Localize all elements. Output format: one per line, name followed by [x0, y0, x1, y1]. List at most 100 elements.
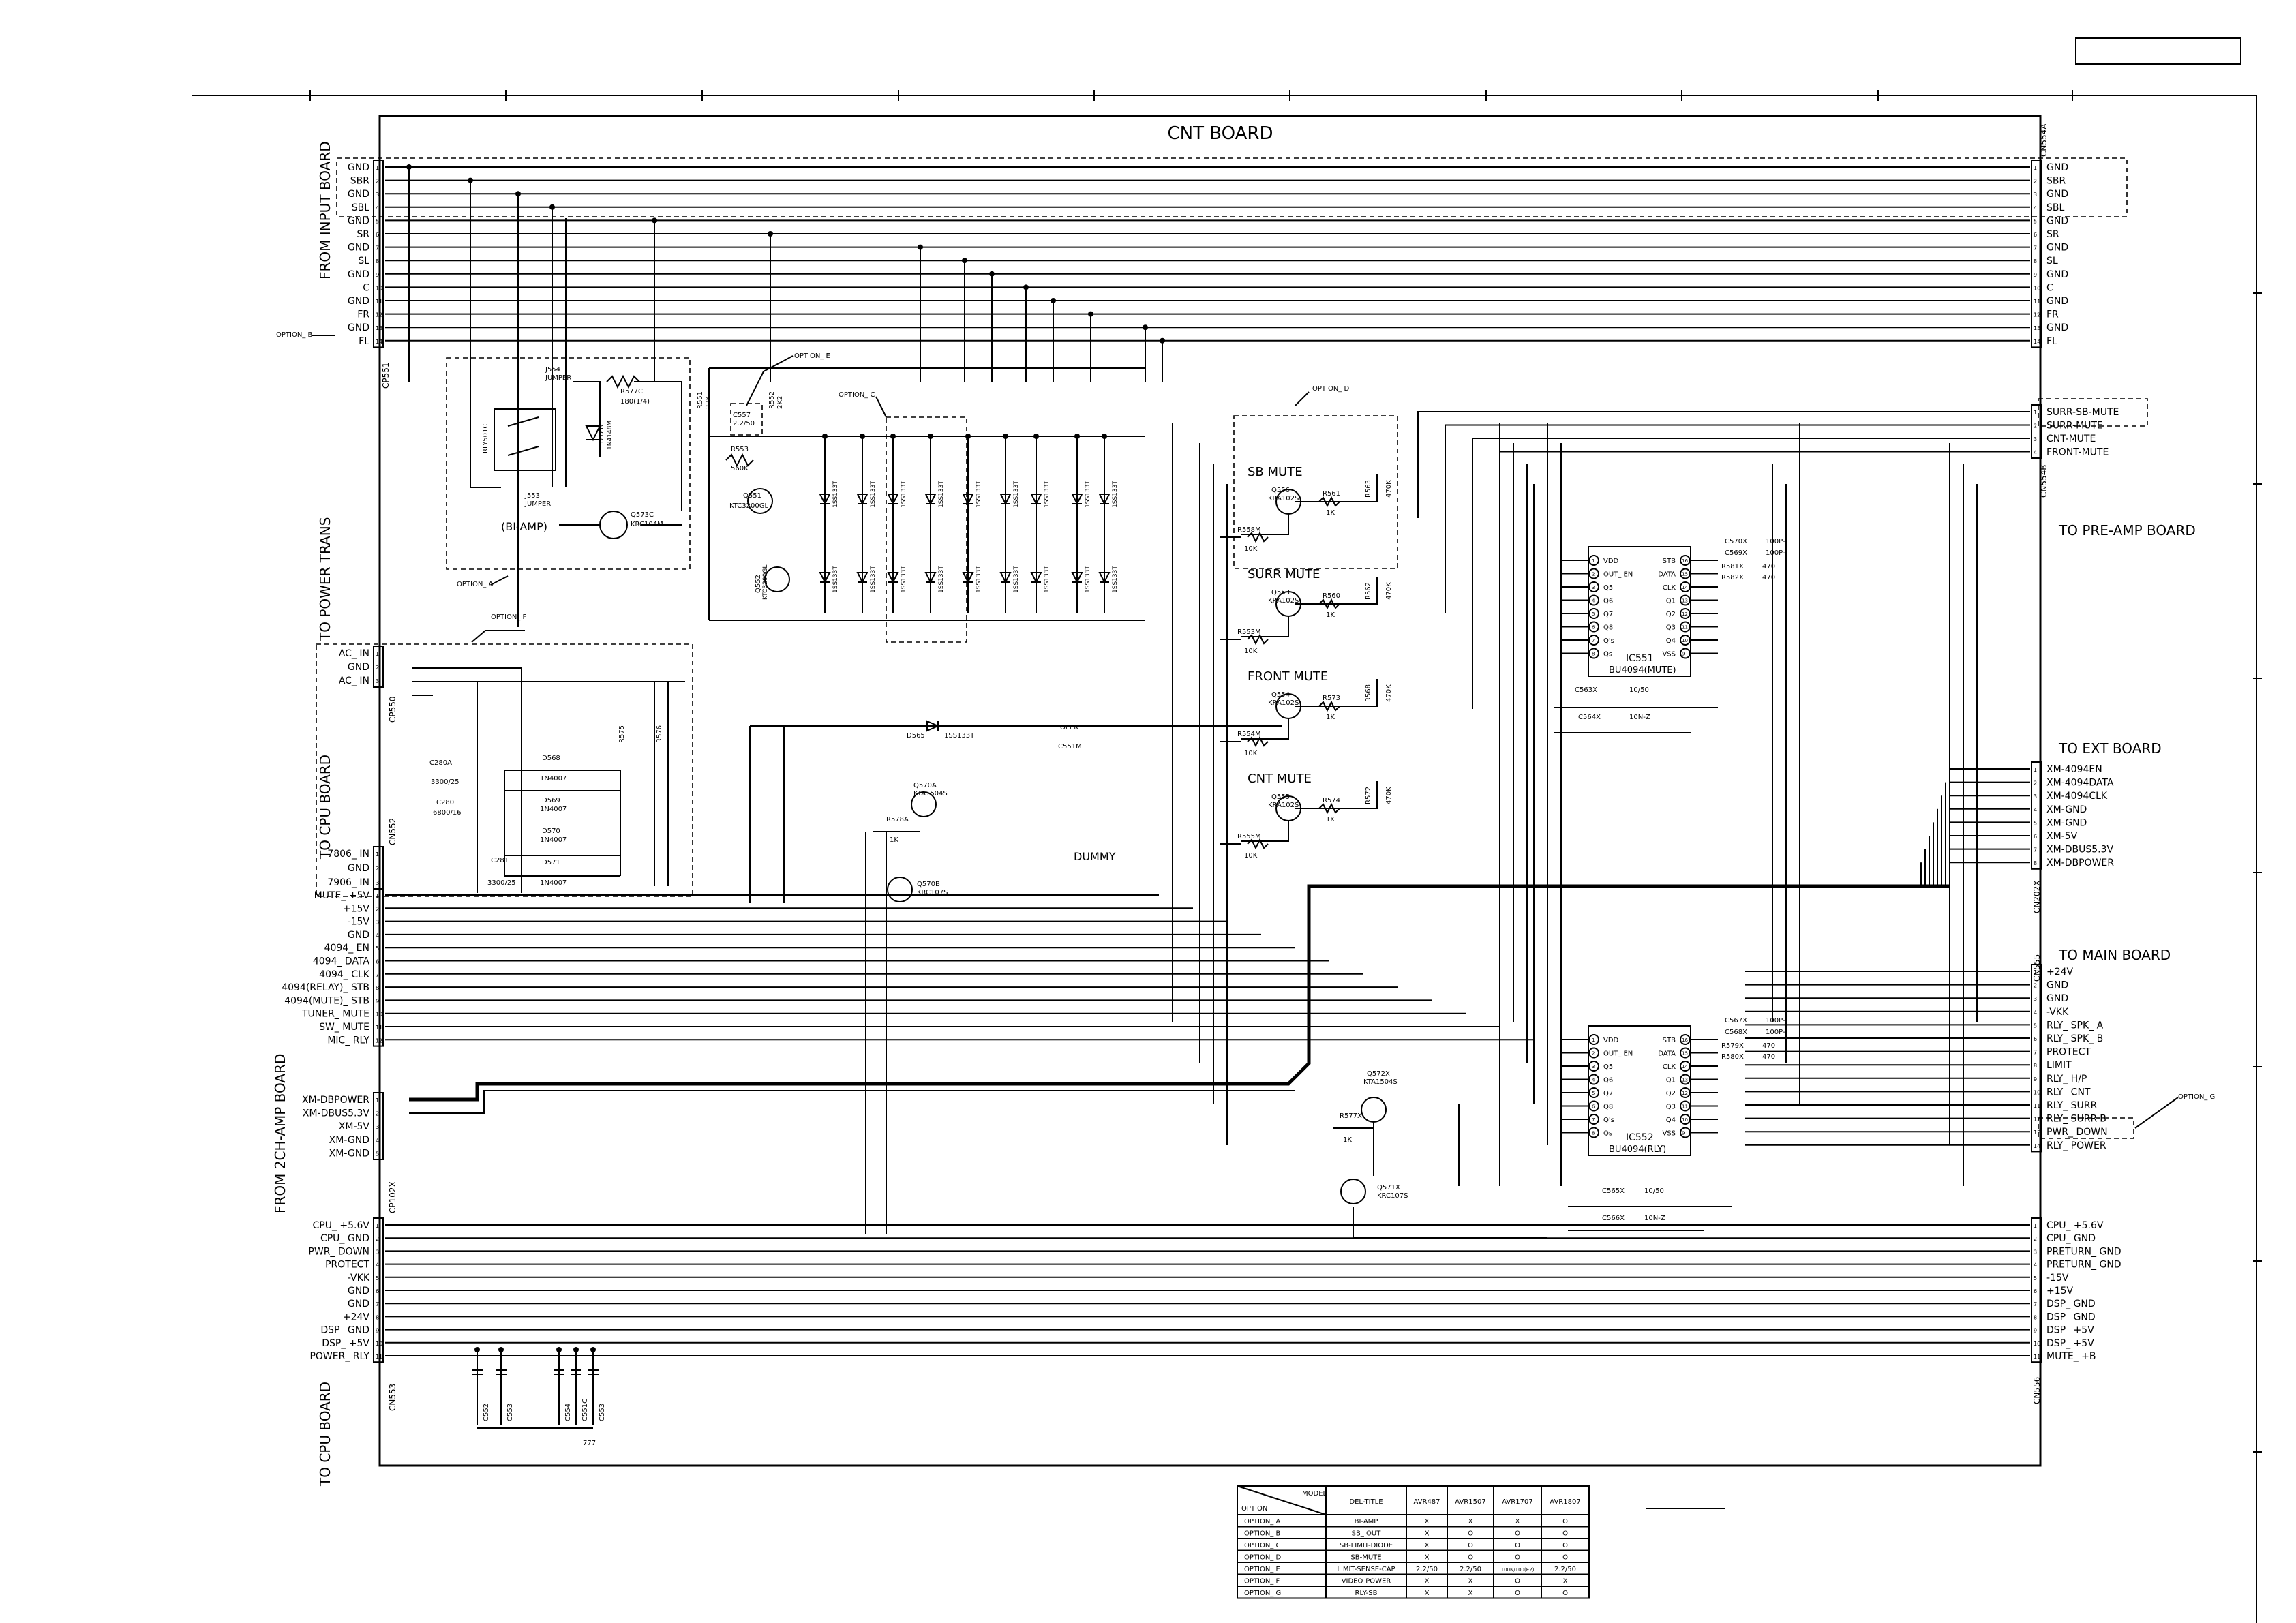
ic-pin-label: Q6: [1603, 598, 1613, 605]
option-a-label: OPTION_ A: [457, 581, 493, 588]
ic552-body: [1588, 1025, 1691, 1156]
table-cell: X: [1425, 1578, 1430, 1586]
junction-dot: [1160, 337, 1165, 344]
c280a-label: C280A: [429, 759, 452, 767]
d569-label: D569: [542, 797, 560, 804]
q571x-transistor: [1340, 1179, 1366, 1204]
pin-number: 1: [376, 165, 379, 171]
ic-pin-number: 5: [1592, 1091, 1595, 1096]
ic-pin-label: STB: [1663, 558, 1676, 565]
pin-number: 12: [376, 312, 382, 318]
d565-diode: [926, 720, 940, 732]
pin-label: SR: [2046, 229, 2059, 240]
pin-number: 2: [376, 179, 379, 185]
pin-number: 6: [376, 959, 379, 965]
ic-pin: [1680, 1127, 1691, 1138]
diode-type: 1SS133T: [1112, 566, 1119, 593]
pin-number: 10: [2034, 285, 2040, 291]
diode-type: 1SS133T: [870, 566, 877, 593]
mute-r-in-label: R574: [1323, 797, 1340, 804]
table-cell: X: [1425, 1530, 1430, 1538]
pin-number: 12: [2034, 1117, 2040, 1123]
ic-pin: [1588, 608, 1599, 619]
ic-pin-label: Q7: [1603, 1090, 1613, 1097]
diode-upper: [1098, 494, 1111, 506]
ic-pin: [1588, 1114, 1599, 1125]
diode-upper: [924, 494, 937, 506]
table-cell: O: [1562, 1590, 1568, 1597]
ic-pin-number: 7: [1592, 1117, 1595, 1123]
ground-symbol: 777: [583, 1440, 596, 1447]
ic-pin-number: 9: [1682, 652, 1685, 657]
open-label: OPEN: [1060, 724, 1079, 731]
pin-number: 4: [2034, 1010, 2037, 1016]
pin-number: 10: [2034, 1341, 2040, 1347]
d570-type: 1N4007: [540, 836, 567, 844]
pin-number: 10: [376, 285, 382, 291]
r553-value: 560K: [731, 465, 749, 472]
ic-pin: [1588, 1127, 1599, 1138]
ic-pin-number: 15: [1682, 1051, 1688, 1057]
pin-number: 1: [2034, 969, 2037, 975]
option-c-frame: [886, 416, 967, 643]
r578a-value: 1K: [890, 836, 898, 844]
label-to-cpu-board-upper: TO CPU BOARD: [317, 755, 333, 860]
connector-cp550: CP550: [388, 696, 397, 723]
option-d-frame: [1233, 415, 1398, 569]
junction-dot: [918, 244, 923, 250]
pin-label: SBL: [352, 202, 369, 213]
pin-number: 4: [376, 1138, 379, 1144]
pin-number: 3: [2034, 996, 2037, 1002]
table-cell: X: [1468, 1590, 1473, 1597]
ic-pin: [1588, 1047, 1599, 1059]
diode-type: 1SS133T: [938, 566, 945, 593]
ic-pin: [1680, 1100, 1691, 1112]
pin-label: XM-DBPOWER: [302, 1095, 369, 1106]
ic-pin-label: Q1: [1666, 598, 1676, 605]
ic-res: R581X: [1721, 563, 1744, 571]
pin-label: SBR: [350, 176, 369, 187]
option-f-frame: [316, 643, 693, 897]
r552-label: R552: [768, 391, 776, 409]
pin-label: XM-GND: [2046, 817, 2087, 828]
pin-number: 10: [2034, 1089, 2040, 1095]
ic-res-val: 470: [1762, 563, 1775, 571]
connector-cn554a: CN554A: [2039, 123, 2049, 157]
mute-r-out-value: 470K: [1385, 787, 1393, 804]
pin-number: 2: [2034, 423, 2037, 429]
ic-pin-number: 4: [1592, 598, 1595, 604]
ic-pin-number: 10: [1682, 1117, 1688, 1123]
ic-pin-label: Q2: [1666, 611, 1676, 618]
diode-type: 1SS133T: [976, 481, 982, 508]
pin-label: 4094(RELAY)_ STB: [282, 982, 369, 993]
mute-title: FRONT MUTE: [1248, 669, 1328, 684]
pin-label: PRETURN_ GND: [2046, 1246, 2121, 1257]
ic-pin-number: 8: [1592, 1131, 1595, 1136]
mute-q-label: Q555: [1271, 793, 1290, 801]
diode-type: 1SS133T: [1112, 481, 1119, 508]
pin-label: 4094_ CLK: [319, 969, 370, 980]
ic-res-val: 470: [1762, 574, 1775, 581]
r577x-label: R577X: [1340, 1112, 1362, 1120]
table-cell: 100N/100(E2): [1501, 1567, 1535, 1573]
mute-q-label: Q554: [1271, 691, 1290, 699]
table-cell: X: [1468, 1578, 1473, 1586]
mute-r-in-value: 1K: [1326, 714, 1335, 721]
diode-lower: [962, 572, 974, 584]
label-from-input-board: FROM INPUT BOARD: [317, 141, 333, 279]
pin-number: 9: [2034, 272, 2037, 278]
pin-number: 4: [2034, 450, 2037, 456]
pin-number: 11: [2034, 1103, 2040, 1109]
ic-cap: C568X: [1725, 1029, 1747, 1036]
table-cell: 2.2/50: [1416, 1566, 1438, 1573]
pin-number: 6: [2034, 232, 2037, 238]
pin-label: SW_ MUTE: [319, 1022, 369, 1033]
pin-label: +15V: [2046, 1286, 2074, 1296]
ic-pin-label: Q6: [1603, 1077, 1613, 1084]
table-cell: OPTION_ A: [1244, 1518, 1280, 1526]
pin-number: 3: [376, 920, 379, 926]
